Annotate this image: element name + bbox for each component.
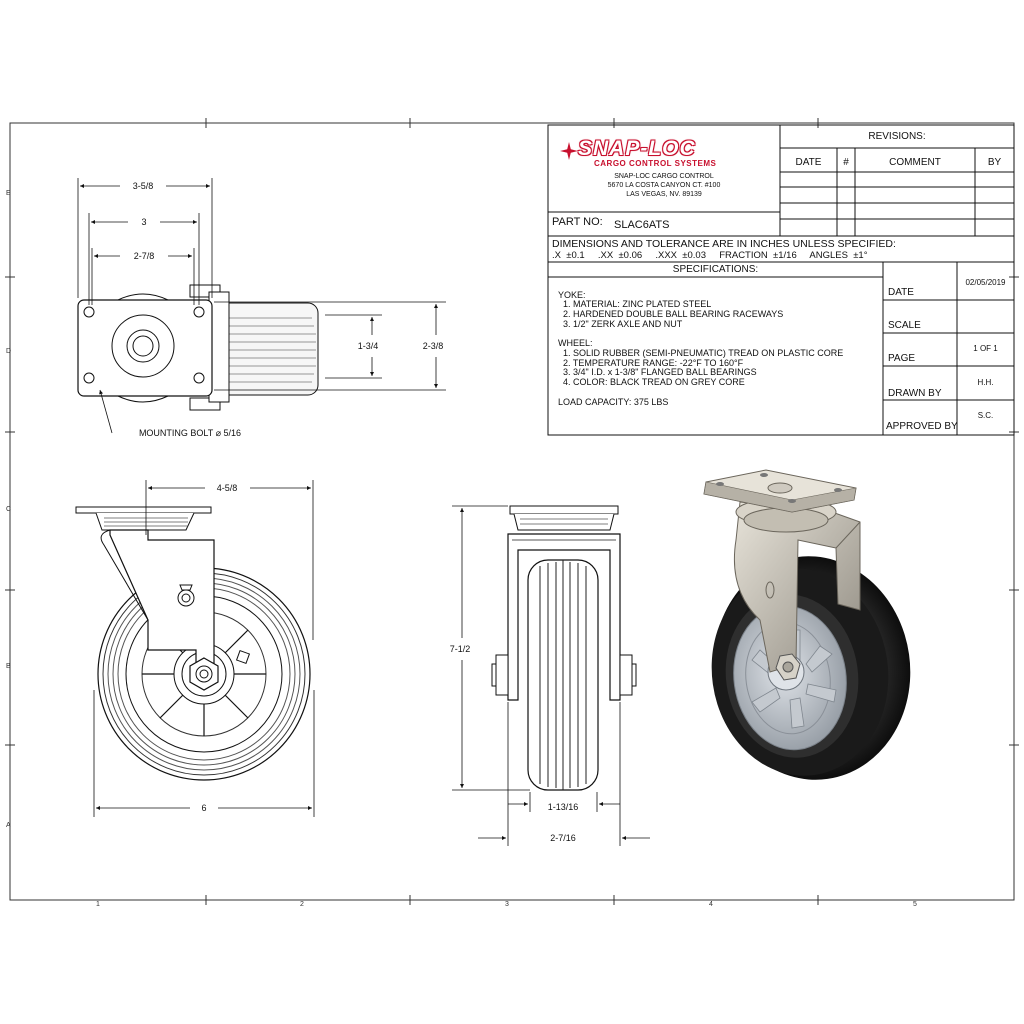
part-number-value: SLAC6ATS	[614, 219, 670, 231]
logo-tagline: CARGO CONTROL SYSTEMS	[594, 159, 717, 168]
revisions-col-comment: COMMENT	[889, 157, 941, 168]
row-label: A	[6, 822, 11, 829]
wheel-spec-3: 3. 3/4" I.D. x 1-3/8" FLANGED BALL BEARI…	[563, 367, 757, 377]
revisions-col-number: #	[843, 157, 849, 168]
yoke-spec-1: 1. MATERIAL: ZINC PLATED STEEL	[563, 299, 712, 309]
dim-top-width-mid: 3	[141, 217, 146, 227]
page-value: 1 OF 1	[973, 344, 998, 353]
col-label: 2	[300, 901, 304, 908]
logo-wordmark: SNAP-LOC	[578, 137, 696, 160]
yoke-spec-3: 3. 1/2" ZERK AXLE AND NUT	[563, 319, 683, 329]
front-view-dimension-labels: 7-1/2 1-13/16 2-7/16	[450, 644, 579, 843]
row-label: D	[6, 348, 11, 355]
company-name: SNAP-LOC CARGO CONTROL	[614, 173, 714, 180]
company-logo: SNAP-LOC CARGO CONTROL SYSTEMS	[556, 137, 772, 171]
specifications-title: SPECIFICATIONS:	[672, 264, 759, 275]
scale-label: SCALE	[888, 320, 921, 331]
row-label: E	[6, 190, 11, 197]
dim-swivel-offset: 4-5/8	[217, 483, 238, 493]
approved-by-value: S.C.	[977, 411, 994, 420]
wheel-spec-2: 2. TEMPERATURE RANGE: -22°F TO 160°F	[563, 358, 744, 368]
wheel-spec-1: 1. SOLID RUBBER (SEMI-PNEUMATIC) TREAD O…	[563, 348, 844, 358]
revisions-col-date: DATE	[795, 157, 822, 168]
drawn-by-label: DRAWN BY	[888, 388, 942, 399]
company-address-line2: LAS VEGAS, NV. 89139	[626, 191, 702, 198]
col-label: 5	[913, 901, 917, 908]
dim-overall-height: 7-1/2	[450, 644, 471, 654]
approved-by-label: APPROVED BY	[886, 421, 958, 432]
company-address-line1: 5670 LA COSTA CANYON CT. #100	[607, 182, 721, 189]
dim-top-height-outer: 2-3/8	[423, 341, 444, 351]
top-view	[77, 284, 319, 411]
part-number-label: PART NO:	[552, 216, 603, 228]
drawn-by-value: H.H.	[977, 378, 994, 387]
tolerance-heading: DIMENSIONS AND TOLERANCE ARE IN INCHES U…	[552, 238, 896, 250]
tolerance-values: .X ±0.1 .XX ±0.06 .XXX ±0.03 FRACTION ±1…	[552, 250, 868, 261]
dim-tread-width: 1-13/16	[548, 802, 579, 812]
col-label: 1	[96, 901, 100, 908]
front-view-dimensions	[452, 505, 650, 846]
top-view-dimension-labels: 3-5/8 3 2-7/8 1-3/4 2-3/8 MOUNTING BOLT …	[133, 181, 444, 438]
border-labels: E D C B A 1 2 3 4 5	[6, 190, 917, 908]
starburst-icon	[560, 142, 578, 160]
load-capacity: LOAD CAPACITY: 375 LBS	[558, 397, 669, 407]
mounting-bolt-callout: MOUNTING BOLT ⌀ 5/16	[139, 428, 241, 438]
dim-top-height-inner: 1-3/4	[358, 341, 379, 351]
row-label: C	[6, 506, 11, 513]
col-label: 3	[505, 901, 509, 908]
row-label: B	[6, 663, 11, 670]
side-view-dimension-labels: 4-5/8 6	[201, 483, 237, 813]
yoke-spec-2: 2. HARDENED DOUBLE BALL BEARING RACEWAYS	[563, 309, 784, 319]
date-label: DATE	[888, 287, 914, 298]
isometric-render	[703, 469, 911, 780]
dim-top-width-inner: 2-7/8	[134, 251, 155, 261]
side-view-dimensions	[93, 480, 315, 817]
yoke-heading: YOKE:	[558, 290, 586, 300]
revisions-col-by: BY	[987, 157, 1002, 168]
date-value: 02/05/2019	[965, 278, 1006, 287]
dim-top-width-outer: 3-5/8	[133, 181, 154, 191]
wheel-heading: WHEEL:	[558, 338, 593, 348]
dim-wheel-diameter: 6	[201, 803, 206, 813]
col-label: 4	[709, 901, 713, 908]
dim-overall-width: 2-7/16	[550, 833, 576, 843]
wheel-spec-4: 4. COLOR: BLACK TREAD ON GREY CORE	[563, 377, 745, 387]
side-view	[75, 506, 311, 781]
revisions-title: REVISIONS:	[868, 131, 926, 142]
front-view	[491, 505, 637, 791]
top-view-dimensions	[77, 178, 446, 434]
title-block	[547, 124, 1015, 436]
page-label: PAGE	[888, 353, 916, 364]
